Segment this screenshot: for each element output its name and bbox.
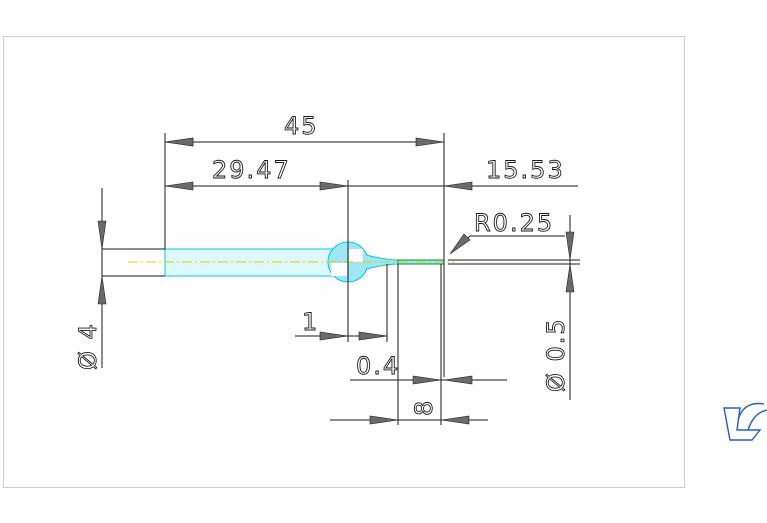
ball-highlight-2 — [349, 249, 363, 262]
dim-8-label: 8 — [410, 399, 438, 416]
dim-45-label: 45 — [284, 112, 319, 140]
extension-lines — [102, 133, 580, 425]
dim-1-label: 1 — [302, 308, 319, 336]
dim-04-label: 0.4 — [356, 352, 400, 380]
dim-r025-label: R0.25 — [474, 209, 554, 237]
stylized-wave-logo-icon — [723, 402, 767, 441]
dim-diameter-05-label: Ø 0.5 — [542, 317, 570, 392]
dim-15-53-label: 15.53 — [486, 156, 565, 184]
ball-highlight — [331, 263, 347, 276]
dim-diameter-4-label: Ø 4 — [74, 322, 102, 370]
dimension-arrows — [97, 137, 575, 425]
dim-29-47-label: 29.47 — [212, 156, 291, 184]
part-geometry — [128, 241, 455, 283]
